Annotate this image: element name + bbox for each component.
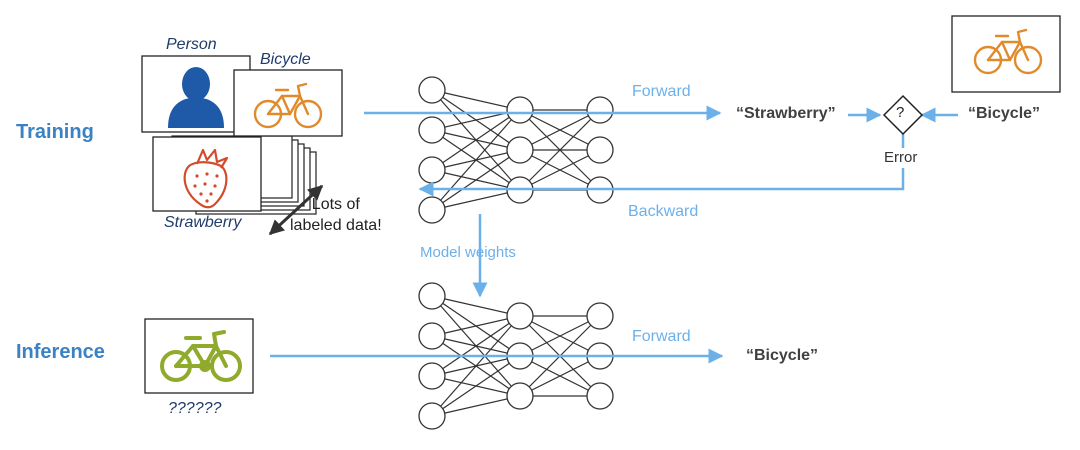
data-volume-arrow [268, 184, 324, 236]
caption-strawberry: Strawberry [164, 214, 242, 231]
network-node-layer-2 [506, 136, 534, 164]
network-edge [431, 315, 521, 337]
network-node-layer-3 [586, 96, 614, 124]
person-icon [168, 67, 224, 128]
caption-person: Person [166, 36, 217, 53]
prediction-label-inference: “Bicycle” [746, 347, 819, 364]
network-edge [431, 395, 521, 417]
inference-network [418, 282, 614, 430]
inference-bicycle-icon [160, 330, 242, 382]
training-image-stack [141, 55, 343, 236]
labeled-data-note-line2: labeled data! [290, 217, 382, 234]
inference-image-card [144, 318, 254, 394]
error-label: Error [884, 149, 918, 166]
network-node-layer-3 [586, 136, 614, 164]
network-node-layer-2 [506, 302, 534, 330]
backward-label: Backward [628, 203, 699, 220]
network-edge [431, 315, 521, 377]
network-edge [431, 355, 521, 417]
network-edge [431, 189, 521, 211]
network-edge [519, 315, 601, 357]
network-node-layer-1 [418, 402, 446, 430]
network-node-layer-3 [586, 302, 614, 330]
model-weights-label: Model weights [420, 244, 516, 261]
network-edge [519, 355, 601, 397]
network-node-layer-3 [586, 382, 614, 410]
training-network [418, 76, 614, 224]
ground-truth-label: “Bicycle” [968, 105, 1041, 122]
network-node-layer-1 [418, 116, 446, 144]
network-node-layer-1 [418, 282, 446, 310]
caption-unknown-input: ?????? [168, 400, 222, 417]
bicycle-card [233, 69, 343, 137]
labeled-data-note-line1: Lots of [311, 196, 360, 213]
section-title-inference: Inference [16, 341, 105, 363]
network-edge [519, 109, 601, 151]
ground-truth-bicycle-icon [973, 28, 1043, 75]
network-edge [431, 295, 521, 317]
prediction-label-training: “Strawberry” [736, 105, 836, 122]
labeled-data-note: Lots of labeled data! [290, 194, 382, 236]
backward-arrow [418, 168, 905, 197]
training-flow-arrows [364, 105, 958, 298]
strawberry-icon [183, 148, 229, 209]
network-edge [431, 109, 521, 171]
network-node-layer-2 [506, 382, 534, 410]
ground-truth-card [951, 15, 1061, 93]
network-node-layer-1 [418, 156, 446, 184]
compare-diamond [882, 94, 924, 136]
network-node-layer-1 [418, 76, 446, 104]
bicycle-icon [253, 82, 323, 129]
network-node-layer-1 [418, 196, 446, 224]
network-edge [431, 149, 521, 211]
network-edge [519, 149, 601, 191]
caption-bicycle: Bicycle [260, 51, 311, 68]
network-edge [431, 89, 521, 111]
strawberry-card [152, 136, 262, 212]
network-node-layer-1 [418, 362, 446, 390]
network-edge [431, 109, 521, 211]
forward-label-training: Forward [632, 83, 691, 100]
forward-label-inference: Forward [632, 328, 691, 345]
person-card [141, 55, 251, 133]
network-node-layer-2 [506, 96, 534, 124]
section-title-training: Training [16, 121, 94, 143]
network-edge [431, 315, 521, 417]
compare-symbol: ? [896, 104, 905, 121]
network-edge [519, 109, 601, 191]
network-node-layer-1 [418, 322, 446, 350]
